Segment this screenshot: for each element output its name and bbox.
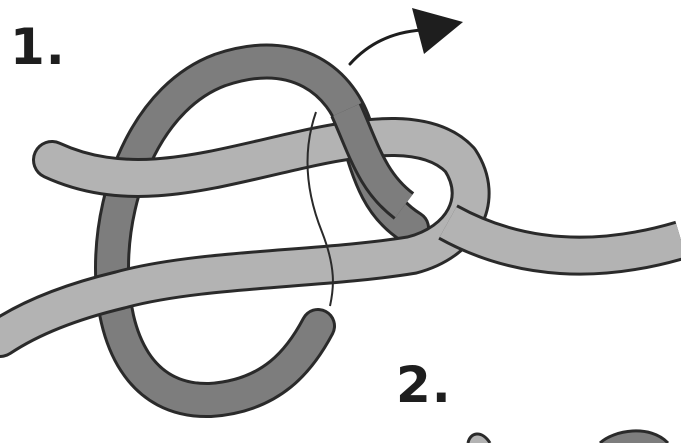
arrow-shaft: [350, 30, 422, 64]
curved-arrow-icon: [350, 8, 463, 64]
step-1-label: 1.: [10, 22, 66, 72]
step-2-label: 2.: [396, 360, 452, 410]
step-2-preview: [468, 431, 668, 443]
dark-rope: [112, 62, 412, 400]
arrow-head: [412, 8, 463, 54]
